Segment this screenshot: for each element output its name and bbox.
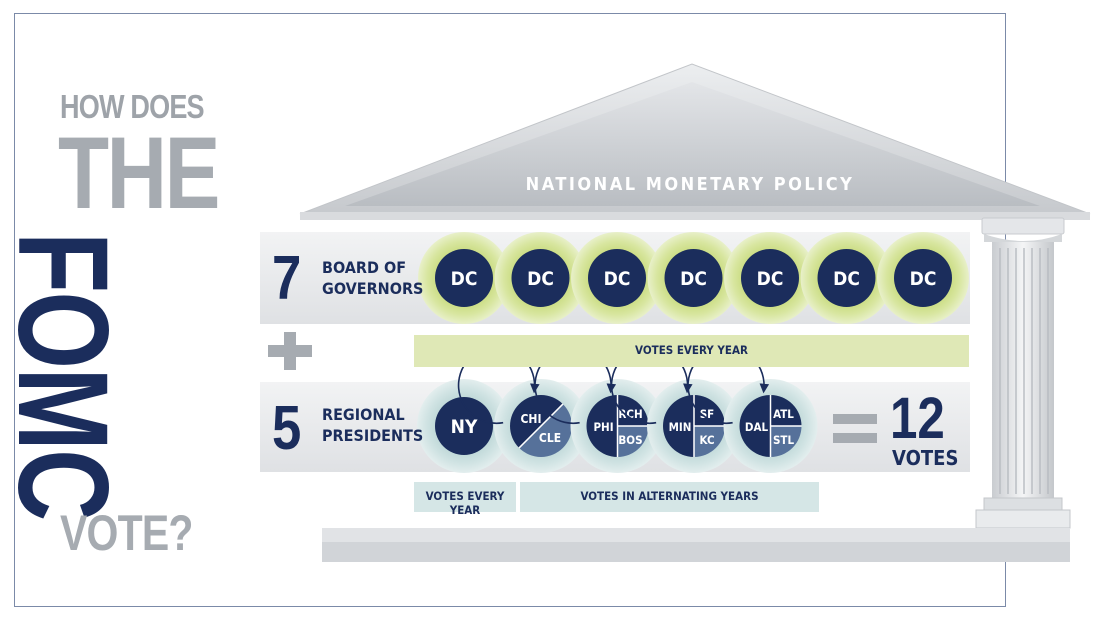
bank-label: SF: [700, 407, 715, 421]
board-vote-note: VOTES EVERY YEAR: [635, 343, 748, 357]
rotating-group-circle: SF MIN KC: [610, 346, 741, 473]
board-member-label: DC: [757, 268, 784, 290]
ny-vote-note: VOTES EVERY YEAR: [425, 489, 505, 517]
ny-circle: NY: [417, 379, 511, 473]
rotating-group-circle: ATL DAL STL: [687, 346, 818, 473]
regional-count: 5: [272, 394, 302, 463]
plus-sign: [268, 332, 314, 370]
title-the: THE: [58, 116, 220, 230]
bank-label: CHI: [521, 412, 542, 426]
board-member-circle: DC: [800, 232, 893, 324]
board-member-circle: DC: [494, 232, 587, 324]
bank-label: BOS: [618, 433, 642, 447]
board-member-circle: DC: [418, 232, 510, 324]
board-member-label: DC: [910, 268, 937, 290]
board-member-circle: DC: [571, 232, 663, 324]
board-member-circle: DC: [647, 232, 740, 324]
board-member-label: DC: [680, 268, 707, 290]
total-count: 12: [890, 386, 945, 451]
board-label: BOARD OF GOVERNORS: [322, 258, 424, 298]
rotating-group-circle: RCH PHI BOS: [534, 346, 665, 473]
title-vote: VOTE?: [60, 505, 193, 561]
bank-label: RCH: [618, 407, 642, 421]
board-member-label: DC: [604, 268, 631, 290]
bank-label: MIN: [669, 420, 692, 434]
board-member-label: DC: [451, 268, 478, 290]
board-member-label: DC: [527, 268, 554, 290]
bank-label: CLE: [539, 431, 561, 445]
bank-label: DAL: [745, 420, 769, 434]
pediment-label: NATIONAL MONETARY POLICY: [525, 174, 855, 195]
board-member-circle: DC: [877, 232, 969, 324]
ny-label: NY: [451, 416, 478, 438]
bank-label: KC: [699, 433, 714, 447]
regional-label: REGIONAL PRESIDENTS: [322, 405, 424, 445]
board-member-circle: DC: [724, 232, 816, 324]
title-fomc: FOMC: [0, 232, 134, 520]
bank-label: STL: [773, 433, 795, 447]
rotating-group-circle: CHI CLE: [457, 346, 588, 473]
total-unit: VOTES: [892, 446, 959, 470]
title-how-does: HOW DOES: [60, 88, 205, 125]
bank-label: PHI: [593, 420, 613, 434]
board-count: 7: [272, 244, 302, 313]
board-member-label: DC: [833, 268, 860, 290]
equals-sign: [833, 414, 877, 444]
rotating-vote-note: VOTES IN ALTERNATING YEARS: [580, 489, 759, 503]
bank-label: ATL: [773, 407, 794, 421]
